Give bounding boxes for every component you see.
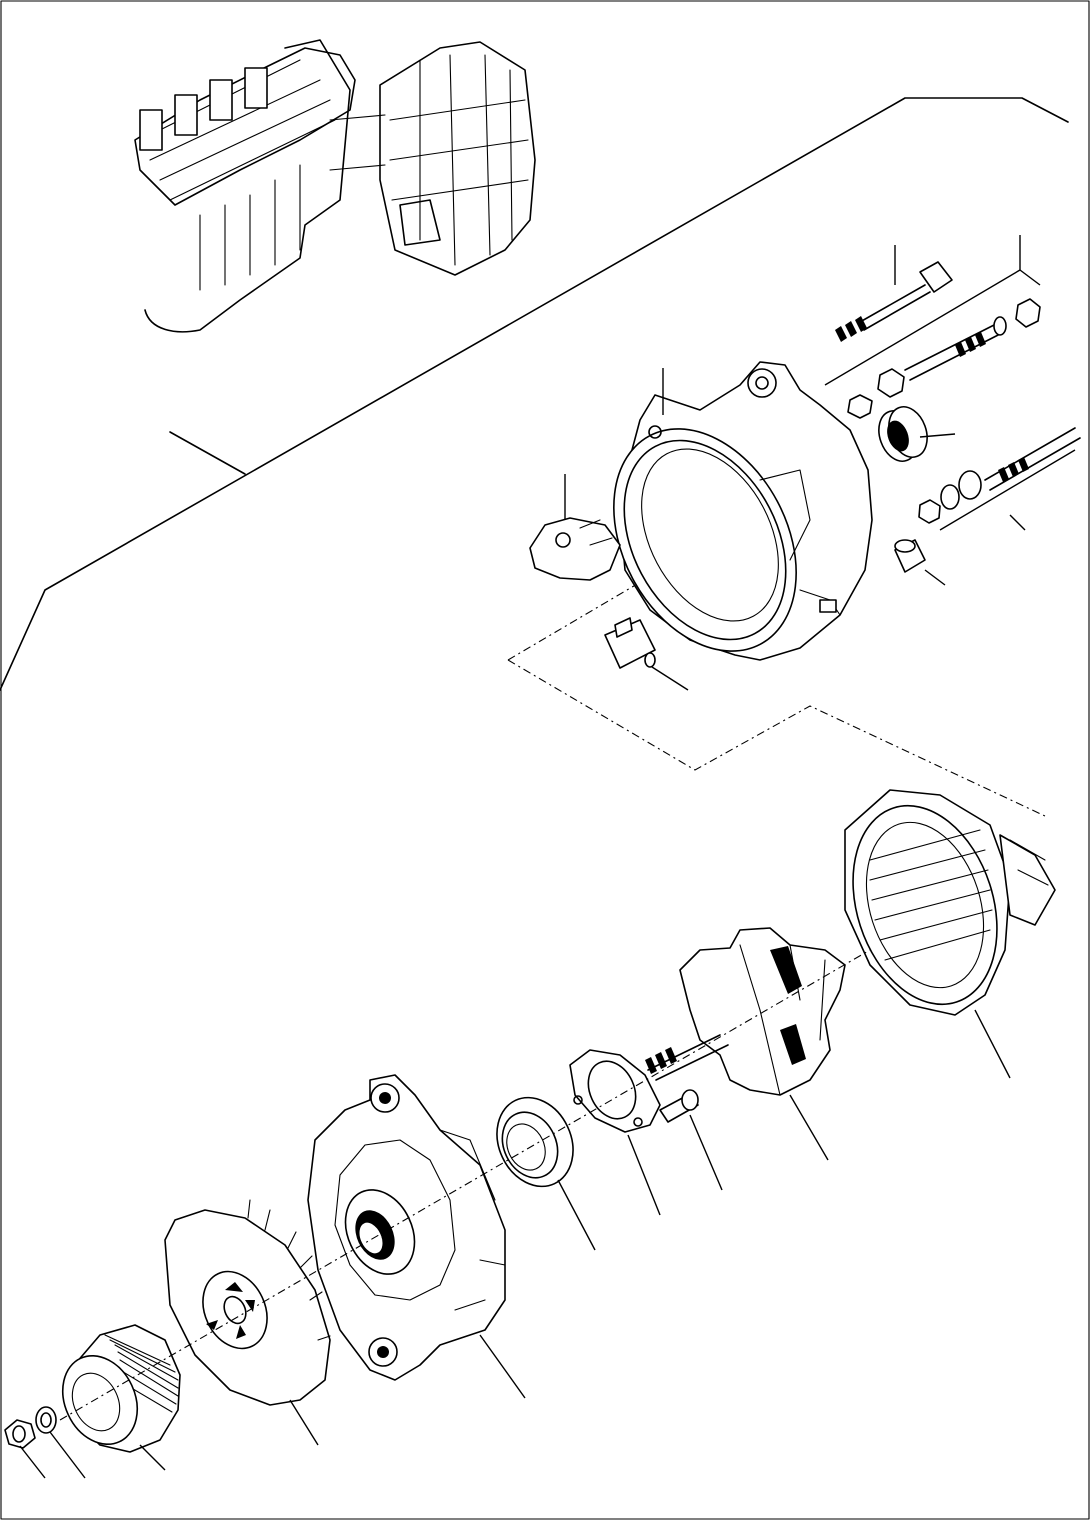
brush-holder bbox=[529, 517, 621, 581]
through-bolt bbox=[835, 261, 953, 342]
front-bearing bbox=[496, 1096, 574, 1188]
pulley-nut bbox=[4, 1419, 36, 1449]
connector bbox=[604, 617, 656, 669]
group-boundary-dashed-2 bbox=[507, 539, 713, 661]
nuts-washers bbox=[918, 427, 1081, 524]
stator bbox=[844, 789, 1056, 1016]
pulley bbox=[61, 1324, 181, 1453]
engine-assembly bbox=[134, 39, 536, 333]
bushing bbox=[894, 539, 926, 573]
group-boundary-dashed bbox=[507, 659, 1046, 817]
assembly-centerline bbox=[59, 949, 871, 1421]
screw bbox=[659, 1089, 699, 1123]
front-housing bbox=[307, 1074, 506, 1381]
terminal-bolt bbox=[847, 298, 1041, 419]
cooling-fan bbox=[164, 1199, 331, 1406]
boundary-leader bbox=[169, 431, 246, 475]
assembly-boundary-line bbox=[0, 97, 1069, 691]
lock-washer bbox=[35, 1406, 57, 1434]
callout-leaders bbox=[19, 235, 1076, 1479]
rear-housing bbox=[613, 361, 873, 661]
rotor bbox=[645, 927, 846, 1096]
rear-bearing bbox=[878, 406, 928, 462]
